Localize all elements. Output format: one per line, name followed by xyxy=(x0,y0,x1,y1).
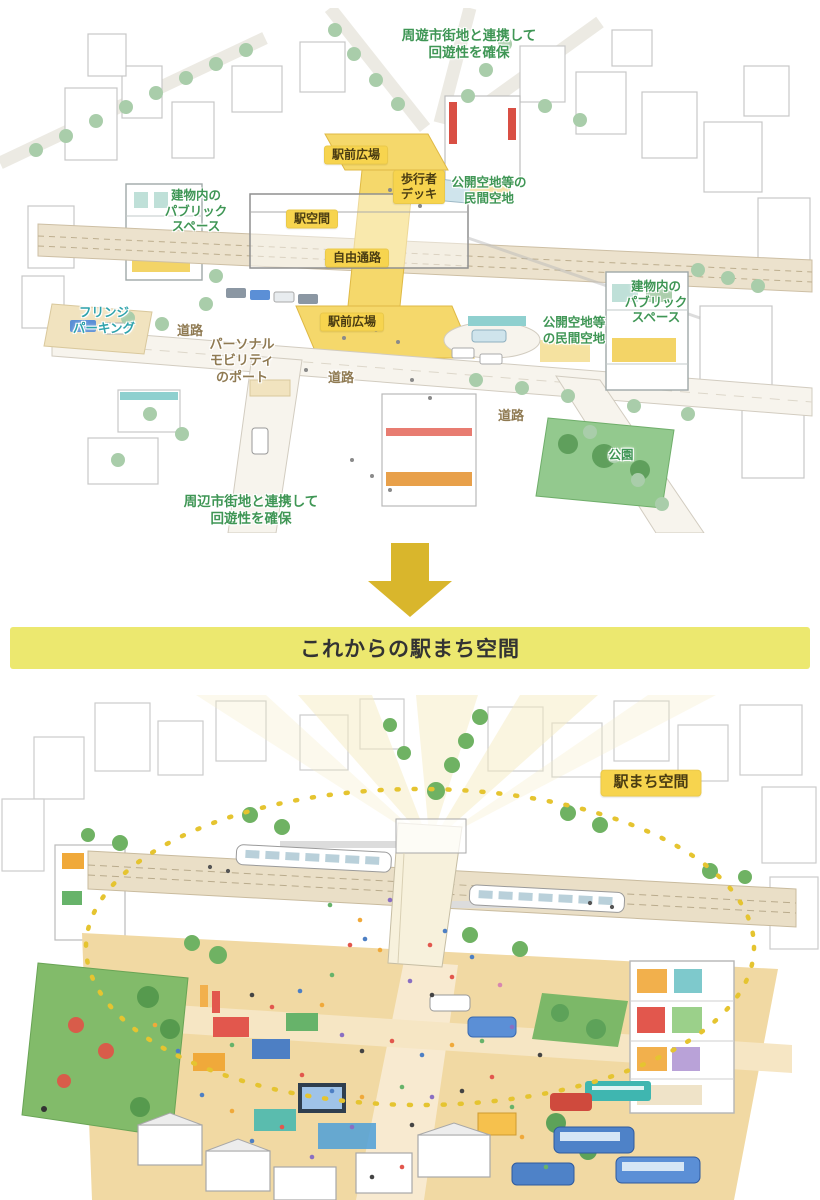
label-open-space-upper: 公開空地等の 民間空地 xyxy=(451,175,527,205)
current-station-artwork xyxy=(0,8,813,533)
label-park: 公園 xyxy=(608,448,634,463)
current-station-panel: 周遊市街地と連携して 回遊性を確保 駅前広場 歩行者 デッキ 公開空地等の 民間… xyxy=(0,8,820,533)
label-public-space-left: 建物内の パブリック スペース xyxy=(164,188,228,234)
label-station-plaza-lower: 駅前広場 xyxy=(319,312,385,332)
label-road-2: 道路 xyxy=(327,369,355,385)
label-station-plaza-upper: 駅前広場 xyxy=(323,145,389,165)
label-road-3: 道路 xyxy=(497,407,525,423)
label-station-space: 駅空間 xyxy=(285,209,339,229)
label-pedestrian-deck: 歩行者 デッキ xyxy=(392,170,446,204)
label-loop-top: 周遊市街地と連携して 回遊性を確保 xyxy=(401,28,537,60)
future-station-artwork xyxy=(1,695,819,1200)
ekimachi-space-boundary xyxy=(83,786,757,1108)
label-public-space-right: 建物内の パブリック スペース xyxy=(624,279,688,325)
crowd-dots xyxy=(152,864,615,1180)
label-personal-mobility-port: パーソナル モビリティ のポート xyxy=(209,336,275,385)
banner-title: これからの駅まち空間 xyxy=(300,638,520,661)
label-free-passage: 自由通路 xyxy=(324,248,390,268)
label-road-1: 道路 xyxy=(176,322,204,338)
label-ekimachi-space: 駅まち空間 xyxy=(600,769,702,797)
label-open-space-right: 公開空地等 の民間空地 xyxy=(542,315,606,345)
down-arrow-icon xyxy=(360,543,460,619)
label-fringe-parking: フリンジ パーキング xyxy=(72,305,136,335)
label-loop-bottom: 周辺市街地と連携して 回遊性を確保 xyxy=(183,494,319,526)
future-station-panel: 駅まち空間 xyxy=(0,695,820,1200)
banner: これからの駅まち空間 xyxy=(10,627,810,669)
